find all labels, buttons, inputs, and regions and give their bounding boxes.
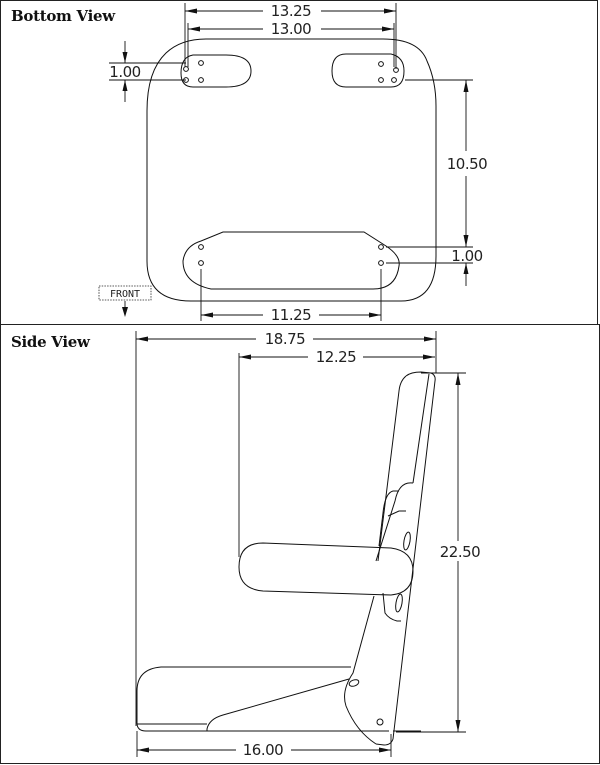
rear-right-mount-pad [331,53,405,88]
dim-overall-depth: 18.75 [265,330,305,348]
dim-base-depth: 16.00 [243,741,283,759]
side-view-panel: Side View 18.75 [0,324,600,764]
side-view-title: Side View [11,333,90,351]
bottom-view-drawing: 13.25 13.00 1.00 10.50 1.00 [98,2,488,324]
dim-front-pad-hole-spacing: 1.00 [451,247,482,265]
front-mount-pad [182,231,400,290]
rear-left-mount-pad [180,54,252,88]
armrest-outline [238,542,414,596]
dim-armrest-depth: 12.25 [316,348,356,366]
dim-front-pad-width: 11.25 [271,306,311,324]
front-label: FRONT [110,289,140,300]
dim-overall-width-inner: 13.00 [271,20,311,38]
dim-overall-width-outer: 13.25 [271,2,311,20]
seat-bottom-outline [146,38,437,302]
seat-cushion-outline [136,666,389,732]
bottom-view-title: Bottom View [11,7,115,25]
bottom-view-panel: Bottom View 13.25 13.00 [0,0,598,325]
front-label-box [98,285,152,301]
backrest-outline [375,371,436,746]
dim-rear-pad-height: 1.00 [109,63,140,81]
dim-rear-to-front-spacing: 10.50 [447,155,487,173]
dim-overall-height: 22.50 [440,543,480,561]
front-arrow-icon [122,307,128,317]
side-view-drawing: 18.75 12.25 22.50 16.00 [135,330,481,759]
